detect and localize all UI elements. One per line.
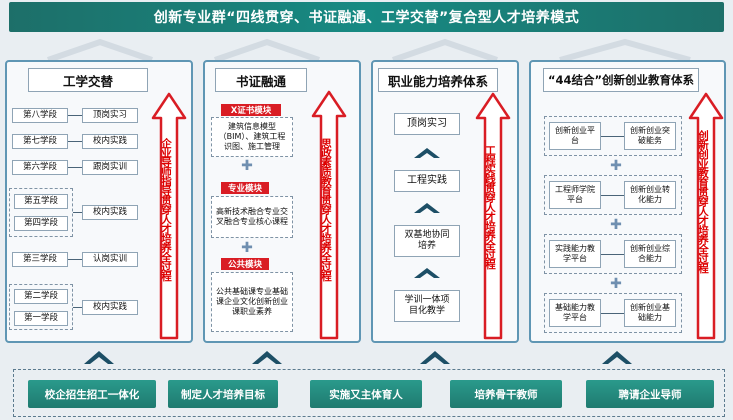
place-campus-practice-3: 校内实践 <box>82 300 138 315</box>
ability-innovation-breakthrough: 创新创业突破能务 <box>624 122 676 150</box>
panel-cert-arrow-text: 思政素质教育贯穿人才培养全过程 <box>320 138 332 281</box>
panel-vocational-ability-title: 职业能力培养体系 <box>378 68 498 92</box>
plus-icon: ✚ <box>610 276 622 292</box>
stage-3: 第三学段 <box>12 252 68 267</box>
progress-up-arrow-icon <box>475 92 511 340</box>
panel-cert-integration-title: 书证融通 <box>215 68 307 92</box>
panel-innovation-arrow-text: 创新创业教育贯穿人才培养全过程 <box>697 130 709 273</box>
x-cert-content: 建筑信息模型（BIM）、建筑工程识图、施工管理 <box>211 117 293 157</box>
step-engineering-practice: 工程实践 <box>394 170 460 192</box>
plus-icon: ✚ <box>610 158 622 174</box>
chevron-up-icon <box>414 203 440 213</box>
stage-1: 第一学段 <box>14 311 68 326</box>
major-module-content: 高新技术融合专业交叉融合专业核心课程 <box>211 196 293 238</box>
ability-innovation-conversion: 创新创业转化能力 <box>624 181 676 209</box>
stage-8: 第八学段 <box>12 108 68 123</box>
stage-6: 第六学段 <box>12 160 68 175</box>
platform-basic-teaching: 基础能力教学平台 <box>549 299 601 327</box>
progress-up-arrow-icon <box>151 92 187 340</box>
foundation-enrollment: 校企招生招工一体化 <box>28 380 156 408</box>
chevron-up-icon <box>414 268 440 278</box>
step-project-teaching: 学训一体项目化教学 <box>394 290 460 322</box>
public-module-content: 公共基础课专业基础课企业文化创新创业课职业素养 <box>211 272 293 332</box>
plus-icon: ✚ <box>241 240 253 256</box>
stage-7: 第七学段 <box>12 134 68 149</box>
platform-practice-teaching: 实践能力教学平台 <box>549 240 601 268</box>
tag-x-cert: X证书模块 <box>221 104 281 116</box>
progress-up-arrow-icon <box>688 92 724 340</box>
page-title: 创新专业群“四线贯穿、书证融通、工学交替”复合型人才培养模式 <box>9 2 724 32</box>
stage-5: 第五学段 <box>14 194 68 209</box>
progress-up-arrow-icon <box>311 90 347 340</box>
ability-innovation-basic: 创新创业基础能力 <box>624 299 676 327</box>
stage-2: 第二学段 <box>14 289 68 304</box>
panel-innovation-education-title: “44结合”创新创业教育体系 <box>543 68 699 92</box>
step-internship: 顶岗实习 <box>394 113 460 135</box>
stage-group-1-2 <box>9 284 73 330</box>
tag-major-module: 专业模块 <box>221 182 269 194</box>
foundation-enterprise-mentors: 聘请企业导师 <box>586 380 714 408</box>
chevron-up-icon <box>414 148 440 158</box>
ability-innovation-comprehensive: 创新创业综合能力 <box>624 240 676 268</box>
plus-icon: ✚ <box>610 217 622 233</box>
foundation-training-goal: 制定人才培养目标 <box>168 380 278 408</box>
foundation-core-teachers: 培养骨干教师 <box>450 380 562 408</box>
step-dual-base: 双基地协同培养 <box>394 225 460 257</box>
stage-4: 第四学段 <box>14 216 68 231</box>
place-recognition-training: 认岗实训 <box>82 252 138 267</box>
place-internship: 顶岗实习 <box>82 108 138 123</box>
foundation-dual-education: 实施又主体育人 <box>310 380 422 408</box>
platform-engineer-college: 工程师学院平台 <box>549 181 601 209</box>
title-connectors <box>47 38 691 62</box>
plus-icon: ✚ <box>241 158 253 174</box>
panel-work-study-arrow-text: 企业导师指导贯穿人才培养全过程 <box>160 138 172 281</box>
panel-vocational-arrow-text: 工程实践贯穿人才培养全过程 <box>484 145 496 269</box>
place-campus-practice-2: 校内实践 <box>82 205 138 220</box>
place-campus-practice-1: 校内实践 <box>82 134 138 149</box>
panel-work-study-title: 工学交替 <box>28 68 148 92</box>
platform-innovation: 创新创业平台 <box>549 122 601 150</box>
bottom-chevrons <box>84 351 632 364</box>
tag-public-module: 公共模块 <box>221 258 269 270</box>
bottom-foundation-frame <box>13 369 725 417</box>
stage-group-4-5 <box>9 188 73 237</box>
place-follow-training: 跟岗实训 <box>82 160 138 175</box>
